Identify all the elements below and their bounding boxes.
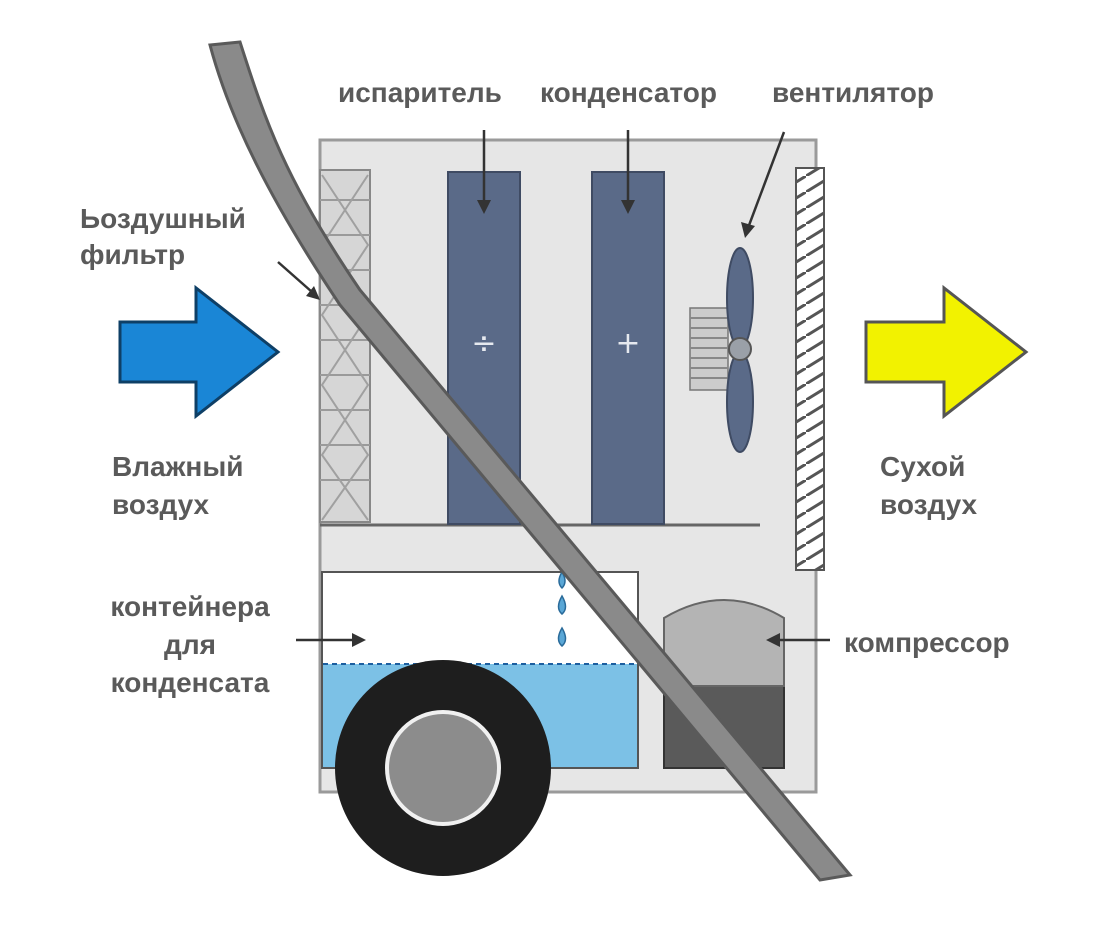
water-drop — [557, 626, 567, 647]
dry-air-label-line1: Сухой — [880, 451, 966, 482]
evaporator-label: испаритель — [338, 77, 502, 108]
air-filter — [319, 169, 371, 523]
container-label-line1: контейнера — [110, 591, 270, 622]
container-label-line3: конденсата — [110, 667, 270, 698]
wet-air-label-line2: воздух — [112, 489, 210, 520]
outlet-arrow — [864, 284, 1029, 420]
evaporator-sign: ÷ — [471, 326, 497, 361]
fan-label: вентилятор — [772, 77, 934, 108]
diagonal-pipe — [208, 40, 853, 882]
inlet-arrow — [118, 284, 281, 420]
outlet-grill — [795, 167, 825, 571]
wheel — [335, 660, 551, 876]
condenser-sign: + — [615, 326, 641, 361]
water-drop — [558, 570, 566, 590]
compressor-label: компрессор — [844, 627, 1010, 658]
fan — [689, 247, 754, 453]
air-filter-label-line2: фильтр — [80, 239, 186, 270]
water-drop — [557, 594, 567, 615]
condenser-label: конденсатор — [540, 77, 717, 108]
air-filter-label-line1: Ьоздушный — [80, 203, 246, 234]
container-label-line2: для — [164, 629, 216, 660]
pointer-arrows — [277, 130, 830, 647]
wet-air-label-line1: Влажный — [112, 451, 244, 482]
dry-air-label-line2: воздух — [880, 489, 978, 520]
